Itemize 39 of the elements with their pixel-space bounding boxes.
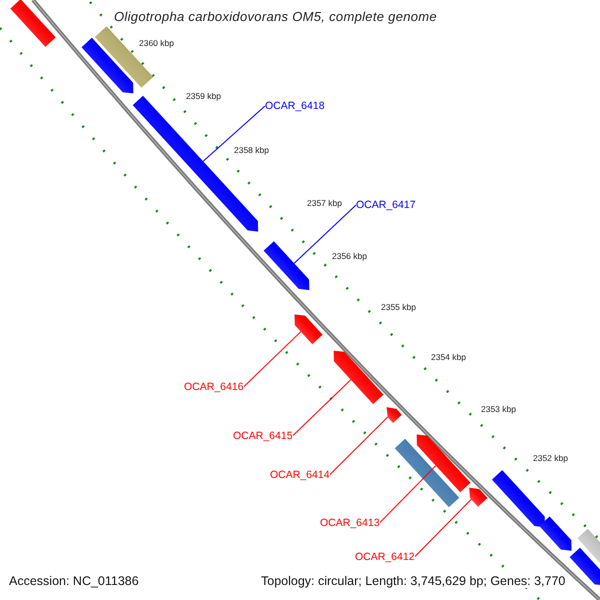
gene-feature xyxy=(492,470,545,528)
tick-label: 2359 kbp xyxy=(186,91,221,101)
gene-feature xyxy=(469,488,488,507)
leader-line xyxy=(379,465,436,524)
diagram-title: Oligotropha carboxidovorans OM5, complete genome xyxy=(114,9,437,24)
gene-feature xyxy=(10,0,56,47)
gene-feature xyxy=(577,528,600,564)
tick-label: 2358 kbp xyxy=(234,145,269,155)
leader-line xyxy=(292,379,352,436)
gene-label: OCAR_6417 xyxy=(356,199,416,211)
tick-label: 2357 kbp xyxy=(307,198,342,208)
gene-feature xyxy=(394,438,460,508)
gene-label: OCAR_6418 xyxy=(265,100,325,112)
footer-text: Topology: circular; Length: 3,745,629 bp; Genes: 3,770 xyxy=(260,574,566,588)
tick-label: 2356 kbp xyxy=(332,251,367,261)
gene-feature xyxy=(570,548,600,586)
tick-label: 2353 kbp xyxy=(481,404,516,414)
leader-line xyxy=(243,331,302,388)
gene-label: OCAR_6415 xyxy=(233,430,293,442)
gene-label: OCAR_6414 xyxy=(270,469,330,481)
footer-text: Accession: NC_011386 xyxy=(8,574,140,588)
gene-label: OCAR_6412 xyxy=(355,551,415,563)
gene-feature xyxy=(264,241,310,290)
tick-label: 2354 kbp xyxy=(431,352,466,362)
gene-feature xyxy=(386,407,402,423)
gene-feature xyxy=(334,350,384,404)
leader-line xyxy=(329,416,388,476)
leader-line xyxy=(294,204,356,264)
gene-feature xyxy=(82,38,134,94)
tick-label: 2360 kbp xyxy=(139,38,174,48)
gene-feature xyxy=(416,434,470,492)
gene-feature xyxy=(539,516,572,551)
tick-label: 2352 kbp xyxy=(533,453,568,463)
gene-label: OCAR_6416 xyxy=(184,381,244,393)
leader-line xyxy=(414,498,472,558)
leader-line xyxy=(202,106,266,162)
gene-feature xyxy=(294,314,323,344)
tick-label: 2355 kbp xyxy=(381,302,416,312)
gene-label: OCAR_6413 xyxy=(320,517,380,529)
